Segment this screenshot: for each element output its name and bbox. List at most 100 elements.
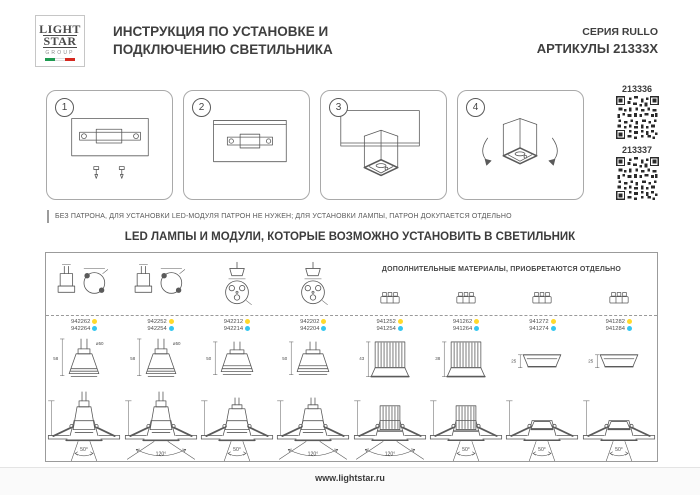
cross-section-drawing: 50° (581, 386, 657, 461)
cool-white-dot (474, 326, 480, 332)
height-label: 43 (359, 356, 364, 361)
terminal-block-icon (608, 290, 630, 305)
beam-angle-label: 50° (462, 447, 470, 453)
header: LIGHT STAR GROUP ИНСТРУКЦИЯ ПО УСТАНОВКЕ… (35, 15, 333, 67)
article-code: 941252 (376, 318, 396, 325)
fixture-ceiling-diagram (340, 110, 420, 177)
lightstar-logo: LIGHT STAR GROUP (35, 15, 85, 67)
series-block: СЕРИЯ RULLO АРТИКУЛЫ 21333X (537, 26, 658, 56)
cool-white-dot (550, 326, 556, 332)
bracket-mounted-diagram (213, 120, 287, 163)
article-code: 942204 (300, 325, 320, 332)
warm-white-dot (245, 319, 251, 325)
page-title-line2: ПОДКЛЮЧЕНИЮ СВЕТИЛЬНИКА (113, 41, 333, 57)
panel-column-6: 941262 941264 38 50° (428, 253, 504, 461)
gx53-socket-drawing (208, 260, 266, 308)
cool-white-dot (321, 326, 327, 332)
footer-url: www.lightstar.ru (315, 473, 385, 483)
cross-section-drawing: 120° (275, 386, 351, 461)
step-number: 3 (329, 98, 348, 117)
logo-group: GROUP (45, 50, 75, 56)
note-text: БЕЗ ПАТРОНА, ДЛЯ УСТАНОВКИ LED-МОДУЛЯ ПА… (55, 213, 512, 220)
panel-column-4: 942202 942204 50 120° (275, 253, 351, 461)
logo-light: LIGHT (39, 22, 81, 36)
lamp-drawing: 50 (283, 336, 345, 386)
cross-section-drawing: 50° (46, 386, 122, 461)
article-code: 941264 (452, 325, 473, 332)
height-label: 58 (130, 356, 135, 361)
cool-white-dot (397, 326, 403, 332)
lamps-panel: ДОПОЛНИТЕЛЬНЫЕ МАТЕРИАЛЫ, ПРИОБРЕТАЮТСЯ … (45, 252, 658, 462)
warm-white-dot (626, 319, 632, 325)
article-code: 942202 (300, 318, 320, 325)
diameter-label: ø50 (172, 341, 180, 346)
height-label: 38 (435, 356, 440, 361)
panel-column-5: 941252 941254 43 120° (352, 253, 428, 461)
step-number: 2 (192, 98, 211, 117)
warm-white-dot (550, 319, 556, 325)
gu10-socket-drawing (55, 260, 113, 308)
panel-column-2: 942252 942254 58 ø50 120° (122, 253, 198, 461)
warm-white-dot (397, 319, 403, 325)
qr-label: 213336 (621, 84, 653, 94)
rotation-arrow-icon (482, 137, 489, 163)
article-code: 941272 (529, 318, 549, 325)
cross-section-drawing: 120° (352, 386, 428, 461)
module-drawing: 38 (435, 336, 498, 386)
beam-angle-label: 120° (155, 451, 166, 457)
cross-section-drawing: 50° (428, 386, 504, 461)
qr-label: 213337 (621, 145, 653, 155)
lamp-drawing: 58 ø50 (53, 336, 104, 386)
terminal-block-icon (379, 290, 401, 305)
step-card-1: 1 (46, 90, 173, 200)
panel-column-8: 941282 941284 25 50° (581, 253, 657, 461)
height-label: 25 (512, 359, 517, 364)
dashed-divider (46, 315, 657, 316)
section-title: LED ЛАМПЫ И МОДУЛИ, КОТОРЫЕ ВОЗМОЖНО УСТ… (124, 231, 576, 243)
step-card-4: 4 (457, 90, 584, 200)
step-number: 4 (466, 98, 485, 117)
warm-white-dot (321, 319, 327, 325)
logo-star: STAR (43, 34, 77, 48)
cool-white-dot (245, 326, 251, 332)
articles-label: АРТИКУЛЫ 21333X (536, 41, 658, 56)
article-code: 941262 (452, 318, 473, 325)
cross-section-drawing: 50° (199, 386, 275, 461)
article-code: 942212 (223, 318, 244, 325)
module-drawing: 25 (512, 336, 574, 386)
footer-band (0, 467, 700, 495)
lamp-drawing: 50 (206, 336, 269, 386)
cross-section-drawing: 120° (123, 386, 199, 461)
terminal-block-icon (455, 290, 477, 305)
article-code: 941284 (605, 325, 625, 332)
note-bar (47, 210, 49, 223)
note: БЕЗ ПАТРОНА, ДЛЯ УСТАНОВКИ LED-МОДУЛЯ ПА… (47, 210, 512, 223)
article-code: 942254 (147, 325, 167, 332)
height-label: 25 (588, 359, 593, 364)
qr-code-icon (616, 157, 659, 200)
cool-white-dot (92, 326, 98, 332)
article-code: 941274 (529, 325, 549, 332)
height-label: 58 (53, 356, 58, 361)
mounting-bracket-diagram (71, 118, 149, 179)
module-drawing: 43 (359, 336, 422, 386)
warm-white-dot (168, 319, 174, 325)
article-code: 942214 (223, 325, 244, 332)
diameter-label: ø50 (96, 341, 104, 346)
beam-angle-label: 50° (615, 447, 623, 453)
beam-angle-label: 50° (80, 447, 88, 453)
cross-section-drawing: 50° (504, 386, 580, 461)
article-code: 942264 (71, 325, 91, 332)
step-card-3: 3 (320, 90, 447, 200)
cool-white-dot (168, 326, 174, 332)
qr-section: 213336 213337 (614, 84, 660, 206)
warm-white-dot (92, 319, 98, 325)
panel-column-7: 941272 941274 25 50° (504, 253, 580, 461)
series-label: СЕРИЯ RULLO (582, 26, 658, 38)
beam-angle-label: 50° (539, 447, 547, 453)
article-code: 942252 (147, 318, 167, 325)
gx53-socket-drawing (284, 260, 342, 308)
step-card-2: 2 (183, 90, 310, 200)
